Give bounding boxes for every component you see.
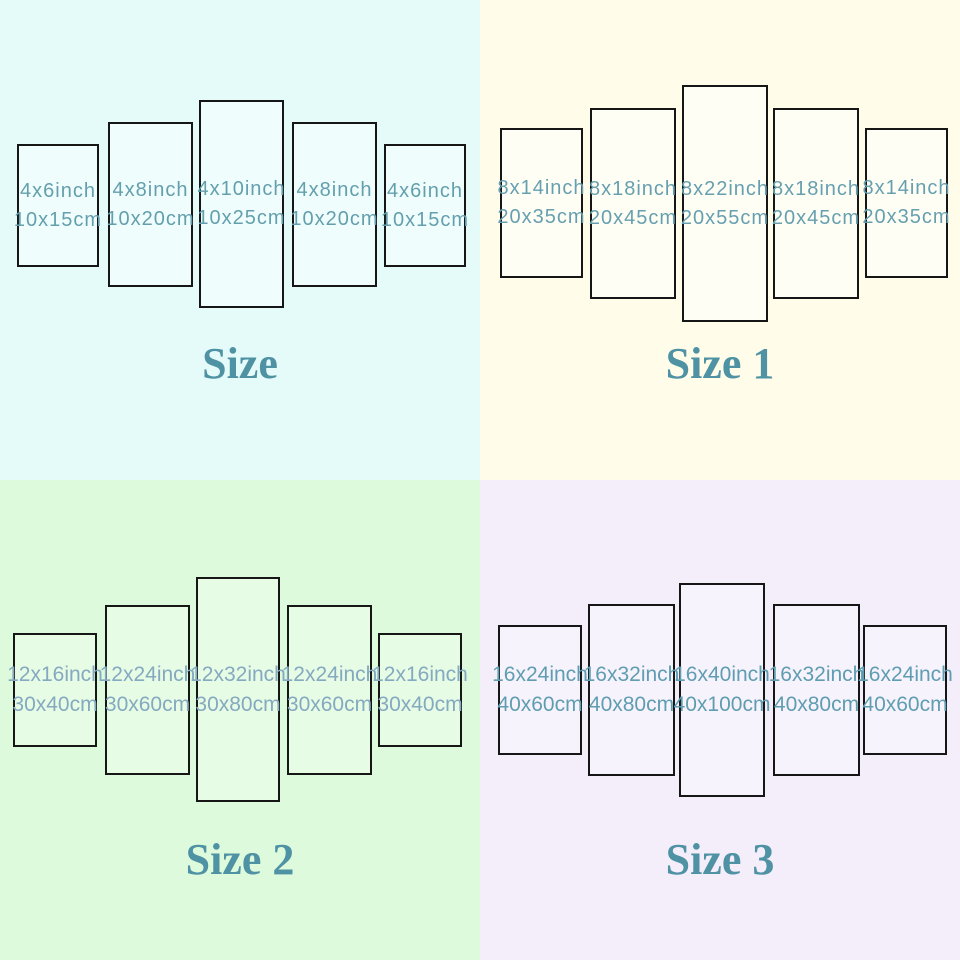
size-panel: 4x8inch 10x20cm bbox=[106, 122, 195, 287]
panel-size-inch: 4x10inch bbox=[197, 178, 286, 200]
panel-size-inch: 4x8inch bbox=[112, 178, 189, 201]
size-panel: 12x32inch 30x80cm bbox=[190, 577, 286, 802]
panel-size-inch: 12x16inch bbox=[372, 663, 468, 686]
panel-size-cm: 10x15cm bbox=[380, 208, 470, 231]
panel-size-inch: 8x18inch bbox=[588, 177, 678, 200]
panel-size-inch: 4x8inch bbox=[296, 178, 373, 201]
size-panel: 4x6inch 10x15cm bbox=[380, 144, 470, 267]
panel-size-inch: 8x14inch bbox=[862, 177, 951, 199]
panel-size-cm: 20x55cm bbox=[680, 206, 770, 229]
size-chart-title: Size 1 bbox=[665, 339, 775, 388]
panel-size-inch: 8x22inch bbox=[680, 177, 770, 200]
size-panel: 16x32inch 40x80cm bbox=[584, 604, 679, 776]
panel-size-inch: 16x40inch bbox=[674, 663, 770, 686]
size-panel: 12x24inch 30x60cm bbox=[100, 605, 195, 775]
panel-size-cm: 30x60cm bbox=[104, 693, 191, 716]
size-panel: 4x10inch 10x25cm bbox=[197, 100, 286, 308]
panel-size-cm: 10x20cm bbox=[290, 207, 379, 230]
size-panel: 16x24inch 40x60cm bbox=[492, 625, 588, 755]
panel-size-cm: 40x60cm bbox=[497, 693, 583, 716]
size-chart-title: Size 2 bbox=[185, 835, 295, 884]
panel-size-cm: 30x40cm bbox=[377, 693, 463, 716]
size-panel: 4x8inch 10x20cm bbox=[290, 122, 379, 287]
panel-size-inch: 12x24inch bbox=[281, 663, 378, 686]
size-panel: 12x24inch 30x60cm bbox=[282, 605, 377, 775]
size-panel: 16x40inch 40x100cm bbox=[674, 583, 770, 797]
panel-size-inch: 16x32inch bbox=[583, 663, 680, 686]
size-panel: 12x16inch 30x40cm bbox=[7, 633, 103, 747]
panel-size-cm: 40x60cm bbox=[862, 693, 948, 716]
panel-size-cm: 40x80cm bbox=[773, 693, 860, 716]
size-panel: 8x22inch 20x55cm bbox=[680, 85, 770, 322]
size-panel: 16x24inch 40x60cm bbox=[857, 625, 953, 755]
size-chart-default: 4x6inch 10x15cm 4x8inch 10x20cm 4x10inch… bbox=[0, 0, 480, 480]
panel-size-inch: 4x6inch bbox=[387, 179, 463, 202]
panel-size-inch: 12x32inch bbox=[190, 662, 286, 686]
panel-size-inch: 12x24inch bbox=[99, 663, 196, 686]
panel-size-cm: 40x80cm bbox=[588, 693, 675, 716]
size-panel: 8x14inch 20x35cm bbox=[497, 128, 586, 278]
size-chart-title: Size 3 bbox=[665, 835, 775, 884]
size-chart-size-2: 12x16inch 30x40cm 12x24inch 30x60cm 12x3… bbox=[0, 480, 480, 960]
panel-size-inch: 8x14inch bbox=[497, 177, 586, 199]
size-chart-title: Size bbox=[202, 339, 278, 388]
panel-size-cm: 20x45cm bbox=[588, 206, 678, 229]
panel-size-cm: 20x45cm bbox=[771, 206, 861, 229]
panel-size-cm: 10x20cm bbox=[106, 207, 195, 230]
size-panel: 8x18inch 20x45cm bbox=[588, 108, 678, 299]
panel-size-inch: 16x24inch bbox=[492, 663, 588, 686]
panel-size-cm: 10x15cm bbox=[13, 208, 103, 231]
panel-size-cm: 40x100cm bbox=[673, 693, 771, 716]
panel-size-inch: 4x6inch bbox=[20, 179, 96, 202]
size-panel: 8x18inch 20x45cm bbox=[771, 108, 861, 299]
panel-size-cm: 30x40cm bbox=[12, 693, 98, 716]
size-chart-size-1: 8x14inch 20x35cm 8x18inch 20x45cm 8x22in… bbox=[480, 0, 960, 480]
panel-size-inch: 8x18inch bbox=[771, 177, 861, 200]
panel-size-cm: 10x25cm bbox=[197, 207, 286, 229]
size-panel: 16x32inch 40x80cm bbox=[769, 604, 864, 776]
panel-size-cm: 20x35cm bbox=[862, 206, 951, 228]
size-panel: 4x6inch 10x15cm bbox=[13, 144, 103, 267]
panel-size-inch: 16x24inch bbox=[857, 663, 953, 686]
size-panel: 12x16inch 30x40cm bbox=[372, 633, 468, 747]
panel-size-cm: 20x35cm bbox=[497, 206, 586, 228]
panel-size-cm: 30x80cm bbox=[195, 692, 281, 716]
panel-size-inch: 16x32inch bbox=[768, 663, 865, 686]
size-panel: 8x14inch 20x35cm bbox=[862, 128, 951, 278]
panel-size-inch: 12x16inch bbox=[7, 663, 103, 686]
size-chart-size-3: 16x24inch 40x60cm 16x32inch 40x80cm 16x4… bbox=[480, 480, 960, 960]
panel-size-cm: 30x60cm bbox=[286, 693, 373, 716]
